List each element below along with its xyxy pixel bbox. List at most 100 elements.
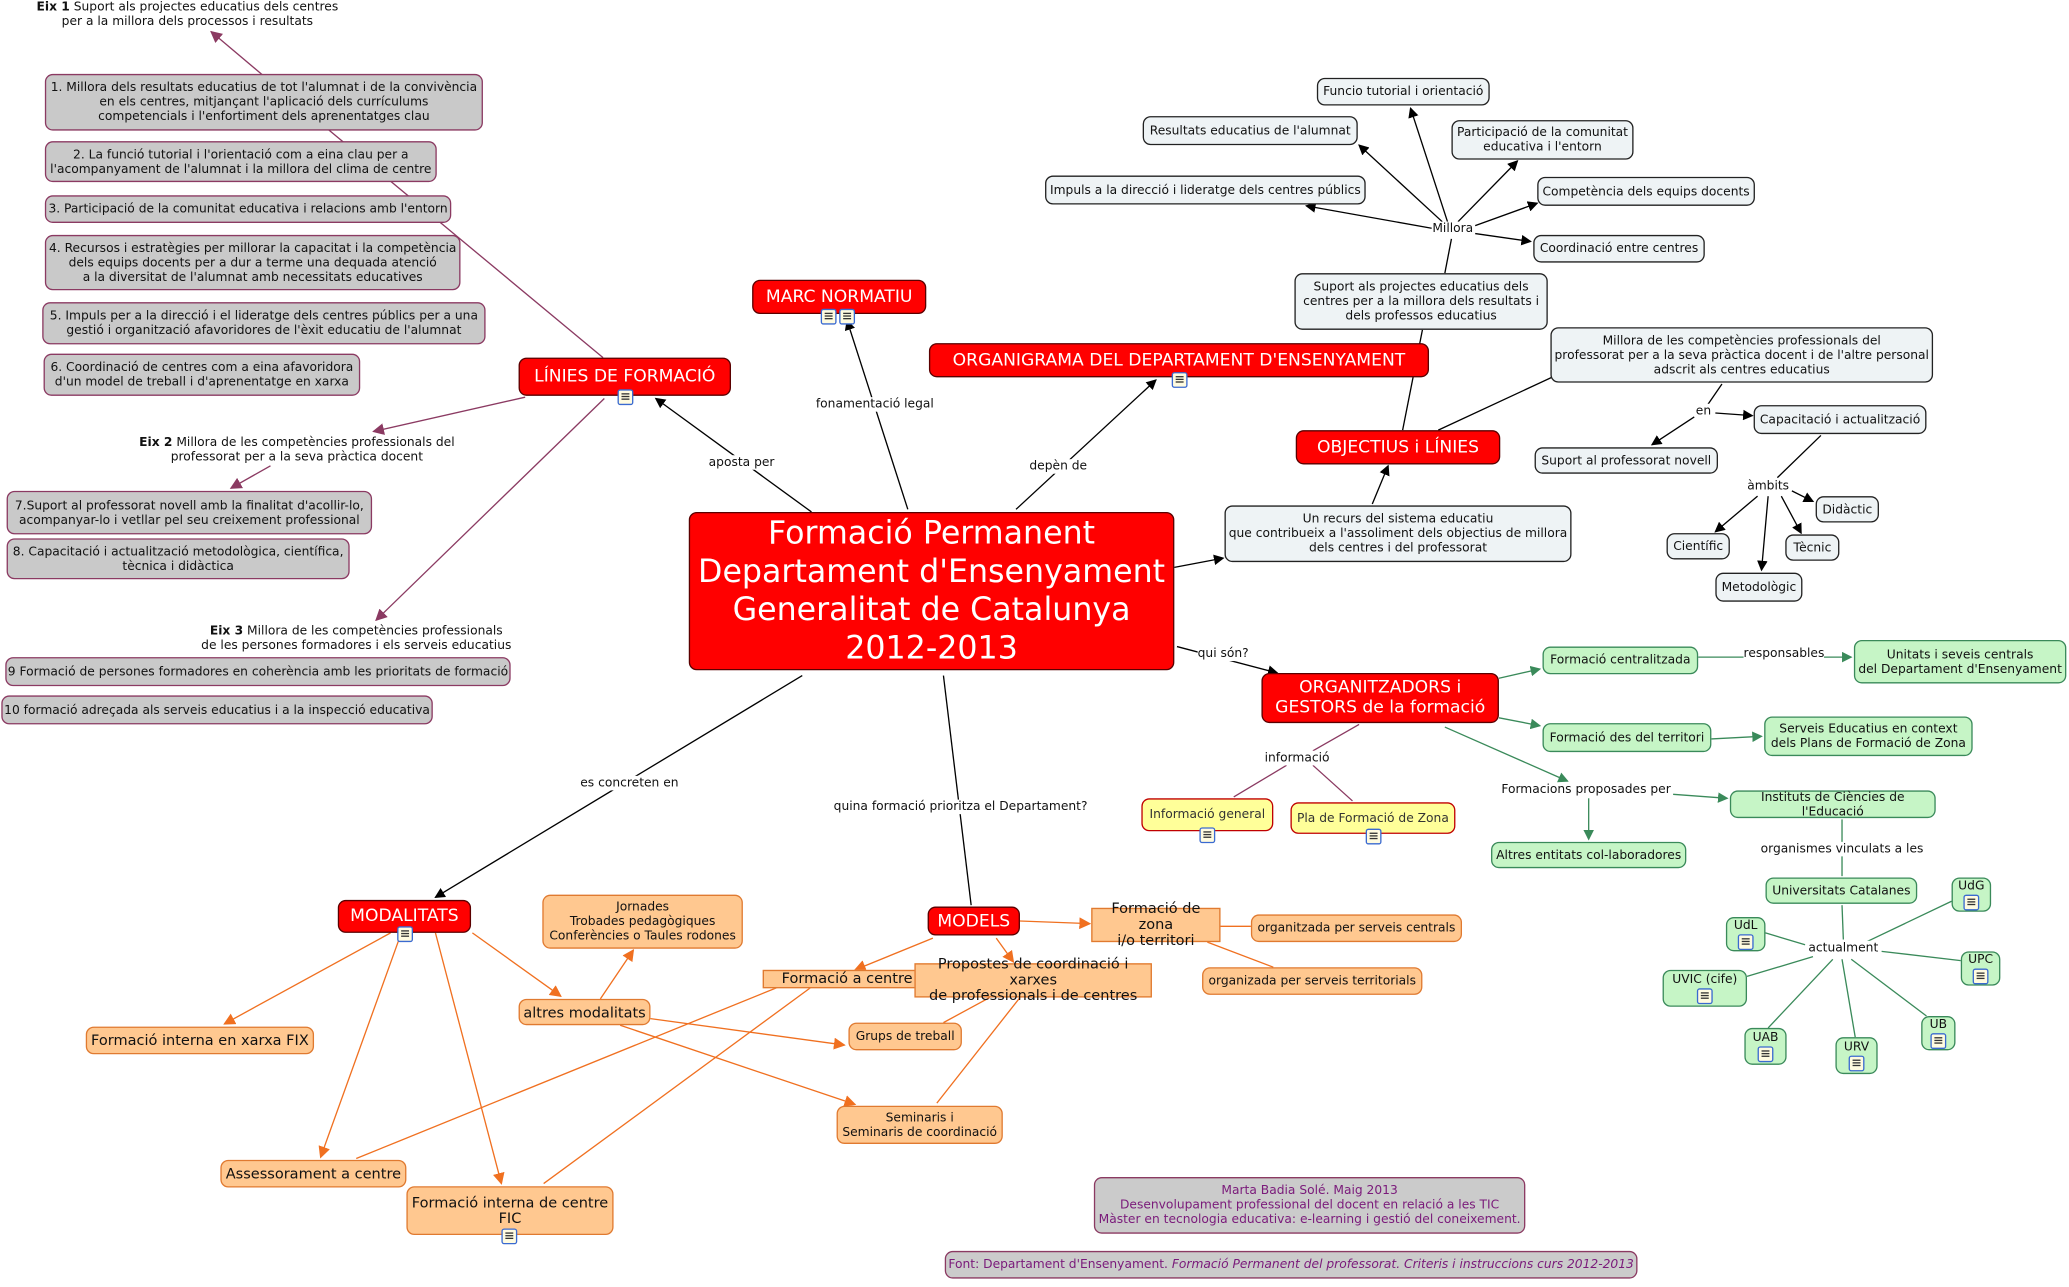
universitats-node[interactable]: Universitats Catalanes	[1765, 877, 1918, 904]
propostes-node[interactable]: Propostes de coordinació i xarxes de pro…	[914, 956, 1152, 1003]
millora-competencies-node[interactable]: Millora de les competències professional…	[1550, 327, 1934, 383]
formacio-zona-node[interactable]: Formació de zona i/o territori	[1091, 901, 1221, 948]
document-image-icon[interactable]	[1972, 968, 1989, 985]
linia-item-7[interactable]: 7.Suport al professorat novell amb la fi…	[6, 490, 373, 535]
author-credit: Marta Badia Solé. Maig 2013 Desenvolupam…	[1093, 1176, 1526, 1234]
metodologic-node[interactable]: Metodològic	[1715, 572, 1803, 602]
node-label: MARC NORMATIU	[765, 286, 913, 307]
eix-number: Eix 1	[36, 0, 70, 15]
suport-projectes-node[interactable]: Suport als projectes educatius dels cent…	[1294, 273, 1548, 330]
cientific-node[interactable]: Científic	[1666, 533, 1730, 560]
linia-item-3[interactable]: 3. Participació de la comunitat educativ…	[44, 195, 452, 223]
coordinacio-node[interactable]: Coordinació entre centres	[1533, 234, 1705, 263]
uni-udg-node[interactable]: UdG	[1951, 877, 1992, 912]
linia-item-9[interactable]: 9 Formació de persones formadores en coh…	[5, 657, 511, 687]
resultats-node[interactable]: Resultats educatius de l'alumnat	[1142, 116, 1358, 146]
uni-udl-node[interactable]: UdL	[1725, 917, 1766, 952]
didactic-node[interactable]: Didàctic	[1815, 496, 1879, 523]
uni-ub-node[interactable]: UB	[1921, 1016, 1956, 1051]
document-icon[interactable]	[617, 389, 634, 406]
document-image-icon[interactable]	[1963, 894, 1980, 911]
linia-item-8[interactable]: 8. Capacitació i actualització metodològ…	[6, 538, 350, 580]
altres-entitats-node[interactable]: Altres entitats col-laboradores	[1491, 841, 1687, 869]
node-label: Informació general	[1149, 807, 1266, 823]
linia-item-1[interactable]: 1. Millora dels resultats educatius de t…	[44, 73, 483, 131]
objectius-linies-node[interactable]: OBJECTIUS i LÍNIES	[1295, 430, 1501, 465]
node-label: UdL	[1733, 918, 1758, 933]
competencia-node[interactable]: Competència dels equips docents	[1537, 176, 1755, 206]
capacitacio-node[interactable]: Capacitació i actualització	[1753, 405, 1927, 435]
uni-urv-node[interactable]: URV	[1835, 1037, 1878, 1075]
node-label: Pla de Formació de Zona	[1296, 810, 1449, 826]
serveis-centrals-node[interactable]: organitzada per serveis centrals	[1250, 914, 1463, 943]
jornades-node[interactable]: Jornades Trobades pedagògiques Conferènc…	[542, 894, 743, 949]
link-label-ambits: àmbits	[1747, 478, 1790, 494]
linia-item-4[interactable]: 4. Recursos i estratègies per millorar l…	[44, 234, 461, 291]
linia-item-5[interactable]: 5. Impuls per a la direcció i el liderat…	[42, 302, 486, 345]
models-node[interactable]: MODELS	[927, 906, 1020, 936]
eix-2-label: Eix 2 Millora de les competències profes…	[139, 435, 455, 465]
link-label-formacions: Formacions proposades per	[1501, 782, 1671, 797]
node-label: UVIC (cife)	[1672, 972, 1738, 987]
unitats-centrals-node[interactable]: Unitats i seveis centrals del Departamen…	[1853, 639, 2067, 684]
document-image-icon[interactable]	[1930, 1033, 1947, 1050]
seminaris-node[interactable]: Seminaris i Seminaris de coordinació	[836, 1105, 1003, 1145]
document-icon[interactable]	[397, 926, 414, 943]
fix-node[interactable]: Formació interna en xarxa FIX	[85, 1026, 315, 1055]
uni-uab-node[interactable]: UAB	[1744, 1027, 1787, 1065]
document-image-icon[interactable]	[839, 308, 856, 325]
eix-1-label: Eix 1 Suport als projectes educatius del…	[36, 0, 339, 30]
document-image-icon[interactable]	[1737, 934, 1754, 951]
node-label: UPC	[1968, 952, 1994, 968]
node-label: ORGANIGRAMA DEL DEPARTAMENT D'ENSENYAMEN…	[952, 350, 1406, 371]
assessorament-node[interactable]: Assessorament a centre	[220, 1159, 407, 1188]
link-label-en: en	[1695, 403, 1712, 419]
professorat-novell-node[interactable]: Suport al professorat novell	[1534, 447, 1718, 474]
link-label-organismes: organismes vinculats a les	[1760, 841, 1924, 857]
uni-uvic-node[interactable]: UVIC (cife)	[1662, 969, 1748, 1007]
document-image-icon[interactable]	[1848, 1055, 1865, 1072]
pla-formacio-zona-node[interactable]: Pla de Formació de Zona	[1290, 802, 1456, 834]
marc-icons	[820, 307, 856, 325]
document-image-icon[interactable]	[1757, 1046, 1774, 1063]
document-image-icon[interactable]	[1696, 988, 1713, 1005]
impuls-node[interactable]: Impuls a la direcció i lideratge dels ce…	[1045, 175, 1366, 205]
link-label-actualment: actualment	[1808, 940, 1879, 956]
node-label: UdG	[1958, 878, 1985, 894]
document-icon[interactable]	[1199, 827, 1216, 844]
marc-normatiu-node[interactable]: MARC NORMATIU	[752, 279, 927, 315]
funcio-tutorial-node[interactable]: Funcio tutorial i orientació	[1316, 77, 1490, 106]
linia-item-10[interactable]: 10 formació adreçada als serveis educati…	[1, 695, 433, 725]
link-label-aposta: aposta per	[708, 455, 775, 470]
eix-text: Suport als projectes educatius dels cent…	[61, 0, 339, 30]
organitzadors-node[interactable]: ORGANITZADORS i GESTORS de la formació	[1261, 672, 1499, 724]
eix-number: Eix 2	[139, 435, 173, 450]
linia-item-2[interactable]: 2. La funció tutorial i l'orientació com…	[44, 141, 437, 183]
recurs-node[interactable]: Un recurs del sistema educatiu que contr…	[1224, 505, 1572, 563]
document-icon[interactable]	[501, 1228, 518, 1245]
eix-text: Millora de les competències professional…	[201, 624, 512, 654]
participacio-node[interactable]: Participació de la comunitat educativa i…	[1451, 120, 1634, 160]
linia-item-6[interactable]: 6. Coordinació de centres com a eina afa…	[43, 353, 361, 396]
formacio-centralitzada-node[interactable]: Formació centralitzada	[1542, 646, 1699, 675]
document-icon[interactable]	[1365, 828, 1382, 845]
formacio-territori-node[interactable]: Formació des del territori	[1542, 723, 1712, 753]
eix-number: Eix 3	[209, 624, 244, 639]
organigrama-node[interactable]: ORGANIGRAMA DEL DEPARTAMENT D'ENSENYAMEN…	[928, 343, 1430, 378]
document-image-icon[interactable]	[1171, 372, 1188, 388]
uni-upc-node[interactable]: UPC	[1960, 951, 2001, 986]
serveis-territorials-node[interactable]: organizada per serveis territorials	[1202, 967, 1423, 995]
grups-treball-node[interactable]: Grups de treball	[848, 1022, 962, 1051]
node-label: Formació interna de centre FIC	[411, 1193, 609, 1227]
document-icon[interactable]	[820, 308, 837, 325]
serveis-educatius-node[interactable]: Serveis Educatius en context dels Plans …	[1764, 716, 1973, 757]
node-label: URV	[1843, 1039, 1870, 1055]
tecnic-node[interactable]: Tècnic	[1785, 534, 1840, 561]
altres-modalitats-node[interactable]: altres modalitats	[518, 998, 651, 1026]
instituts-node[interactable]: Instituts de Ciències de l'Educació	[1729, 790, 1936, 819]
main-concept[interactable]: Formació Permanent Departament d'Ensenya…	[688, 511, 1175, 671]
formacio-centre-node[interactable]: Formació a centre	[762, 969, 932, 989]
link-label-informacio: informació	[1264, 750, 1330, 766]
